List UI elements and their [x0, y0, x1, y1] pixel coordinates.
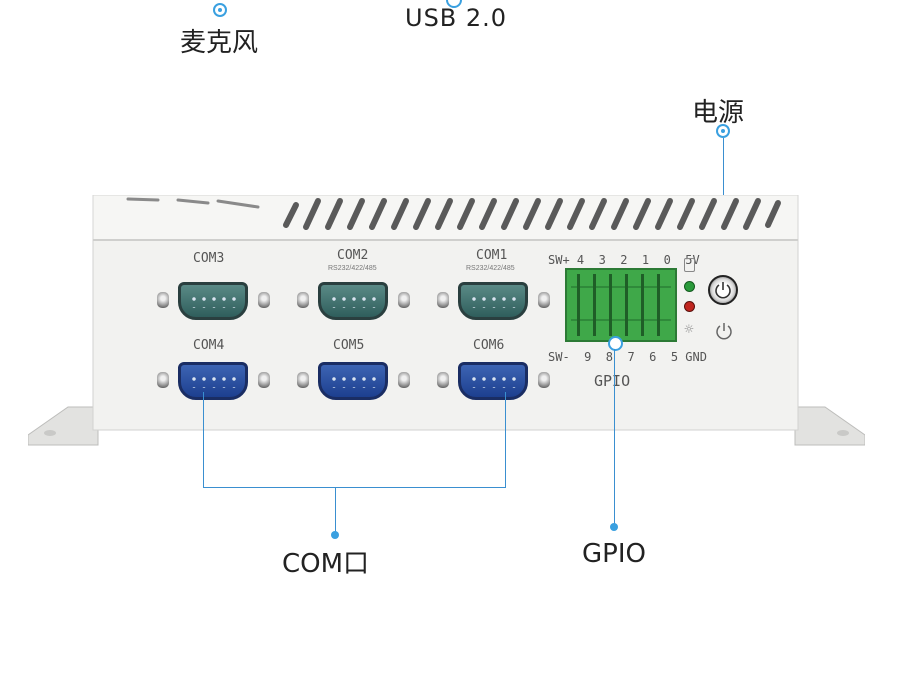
com6-label: COM6: [473, 338, 505, 353]
gpio-callout-line: [614, 349, 615, 524]
com2-screw-right: [398, 292, 410, 308]
com2-port[interactable]: [318, 282, 388, 320]
com6-callout-line: [505, 392, 506, 488]
com4-screw-left: [157, 372, 169, 388]
device-body: [28, 195, 865, 450]
com5-pins: [329, 374, 377, 388]
com6-pins: [469, 374, 517, 388]
com4-screw-right: [258, 372, 270, 388]
gpio-terminal-cells: [571, 274, 671, 336]
com-label: COM口: [282, 549, 370, 579]
chassis-drawing: [28, 195, 865, 446]
power-label: 电源: [692, 98, 745, 128]
com4-port[interactable]: [178, 362, 248, 400]
com5-screw-right: [398, 372, 410, 388]
com4-label: COM4: [193, 338, 225, 353]
power-button-icon: [715, 282, 731, 299]
gpio-top-pin-labels: SW+ 4 3 2 1 0 5V: [548, 253, 700, 267]
com5-port[interactable]: [318, 362, 388, 400]
com6-screw-left: [437, 372, 449, 388]
mic-label: 麦克风: [180, 28, 259, 58]
usb-label: USB 2.0: [405, 4, 508, 32]
com3-screw-right: [258, 292, 270, 308]
com5-label: COM5: [333, 338, 365, 353]
com6-port[interactable]: [458, 362, 528, 400]
com3-screw-left: [157, 292, 169, 308]
gpio-callout-top-dot: [608, 336, 623, 351]
power-callout-dot: [716, 124, 730, 138]
com2-pins: [329, 294, 377, 308]
com2-label: COM2: [337, 248, 369, 263]
com-callout-stem: [335, 487, 336, 535]
power-symbol-icon: [713, 320, 735, 346]
com3-port[interactable]: [178, 282, 248, 320]
com1-label: COM1: [476, 248, 508, 263]
gpio-panel-label: GPIO: [594, 372, 631, 390]
gpio-bottom-pin-labels: SW- 9 8 7 6 5 GND: [548, 350, 707, 364]
power-led-icon: ☼: [683, 322, 695, 336]
com2-screw-left: [297, 292, 309, 308]
com-callout-dot: [331, 531, 339, 539]
gpio-label: GPIO: [582, 539, 646, 569]
com1-screw-left: [437, 292, 449, 308]
com1-pins: [469, 294, 517, 308]
gpio-callout-dot: [610, 523, 618, 531]
com6-screw-right: [538, 372, 550, 388]
power-button[interactable]: [708, 275, 738, 305]
gpio-terminal-block[interactable]: [565, 268, 677, 342]
com1-sublabel: RS232/422/485: [466, 265, 515, 272]
com1-screw-right: [538, 292, 550, 308]
hdd-icon: [684, 258, 695, 272]
mic-callout-dot: [213, 3, 227, 17]
com3-label: COM3: [193, 251, 225, 266]
status-led-green: [684, 281, 695, 292]
com4-callout-line: [203, 392, 204, 488]
com-callout-bar: [203, 487, 506, 488]
com4-pins: [189, 374, 237, 388]
com5-screw-left: [297, 372, 309, 388]
com3-pins: [189, 294, 237, 308]
status-led-red: [684, 301, 695, 312]
com1-port[interactable]: [458, 282, 528, 320]
com2-sublabel: RS232/422/485: [328, 265, 377, 272]
